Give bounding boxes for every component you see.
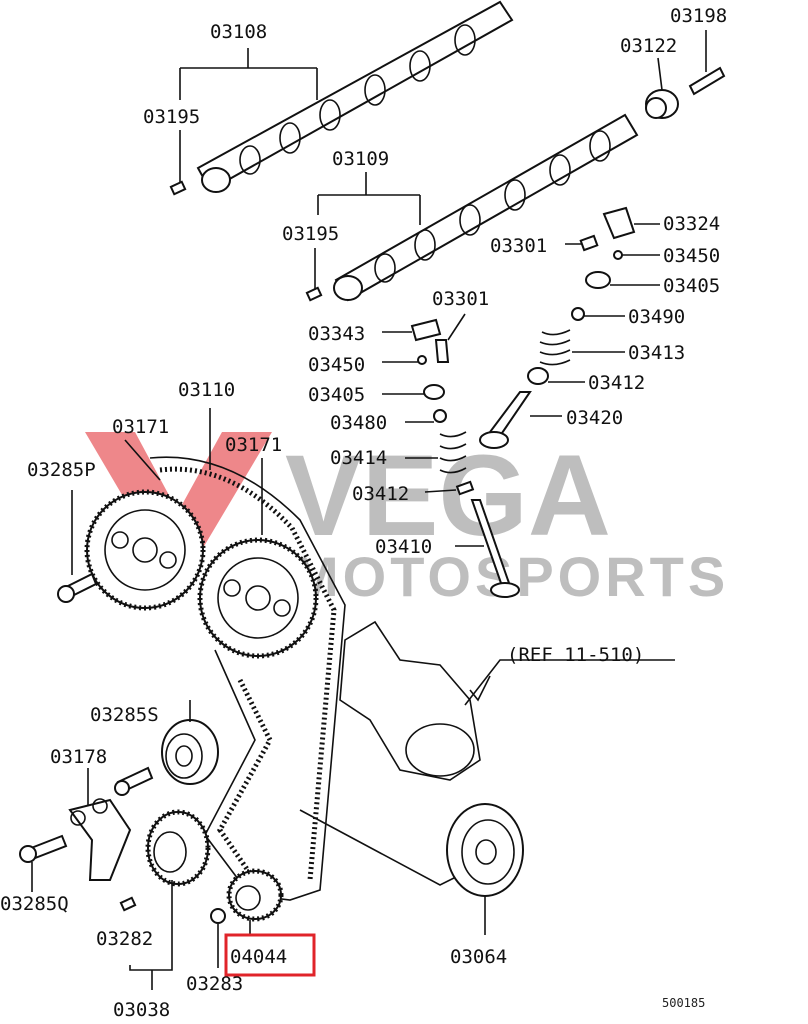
label-03122: 03122 <box>620 35 677 57</box>
label-03038: 03038 <box>113 999 170 1021</box>
watermark-title: VEGA <box>285 432 611 560</box>
label-03198: 03198 <box>670 5 727 27</box>
label-03301-upper: 03301 <box>490 235 547 257</box>
label-03301-lower: 03301 <box>432 288 489 310</box>
timing-belt-03110 <box>149 456 346 901</box>
label-03285p: 03285P <box>27 459 96 481</box>
sprocket-03038 <box>145 809 211 887</box>
cam-plug-03122 <box>645 57 679 119</box>
label-03282: 03282 <box>96 928 153 950</box>
highlight-box-04044 <box>224 933 316 977</box>
valve-spring-03413 <box>539 329 625 366</box>
camshaft-03109 <box>333 113 639 302</box>
label-03405-right: 03405 <box>663 275 720 297</box>
label-04044: 04044 <box>230 946 287 968</box>
label-03412-right: 03412 <box>588 372 645 394</box>
bolt-03285q <box>19 834 68 892</box>
bolt-03198 <box>688 30 726 96</box>
valve-03420 <box>479 391 562 449</box>
crank-sprocket-04044 <box>226 868 284 922</box>
label-03405-left: 03405 <box>308 384 365 406</box>
label-03110: 03110 <box>178 379 235 401</box>
label-03450-right: 03450 <box>663 245 720 267</box>
tensioner-03178 <box>68 768 132 881</box>
rocker-03301-lower <box>434 313 466 363</box>
label-03109: 03109 <box>332 148 389 170</box>
label-03412-left: 03412 <box>352 483 409 505</box>
label-03285s: 03285S <box>90 704 159 726</box>
label-03410: 03410 <box>375 536 432 558</box>
label-03283: 03283 <box>186 973 243 995</box>
label-03343: 03343 <box>308 323 365 345</box>
valve-03410 <box>455 499 520 598</box>
label-03064: 03064 <box>450 946 507 968</box>
label-03171-right: 03171 <box>225 434 282 456</box>
label-03195-upper: 03195 <box>143 106 200 128</box>
label-03195-lower: 03195 <box>282 223 339 245</box>
label-ref-11-510: (REF 11-510) <box>507 644 644 666</box>
rocker-03301-upper <box>565 234 599 252</box>
rocker-03343 <box>382 318 442 342</box>
label-03480: 03480 <box>330 412 387 434</box>
label-03420: 03420 <box>566 407 623 429</box>
camshaft-03108 <box>196 0 514 193</box>
label-03285q: 03285Q <box>0 893 69 915</box>
label-03324: 03324 <box>663 213 720 235</box>
valve-spring-03414 <box>405 431 467 474</box>
diagram-code: 500185 <box>662 996 705 1010</box>
crank-pulley-03064 <box>446 803 524 935</box>
cam-sprocket-right <box>197 458 319 659</box>
watermark-subtitle: MOTOSPORTS <box>292 545 729 608</box>
label-03414: 03414 <box>330 447 387 469</box>
label-03490: 03490 <box>628 306 685 328</box>
label-03171-left: 03171 <box>112 416 169 438</box>
vega-logo-watermark <box>85 432 272 590</box>
cam-sprocket-left <box>84 439 206 611</box>
label-03450-left: 03450 <box>308 354 365 376</box>
bolt-03285p <box>57 490 98 603</box>
label-03108: 03108 <box>210 21 267 43</box>
idler-pulley-03285s <box>161 700 219 785</box>
label-03178: 03178 <box>50 746 107 768</box>
label-03413: 03413 <box>628 342 685 364</box>
rocker-03324 <box>602 206 660 240</box>
